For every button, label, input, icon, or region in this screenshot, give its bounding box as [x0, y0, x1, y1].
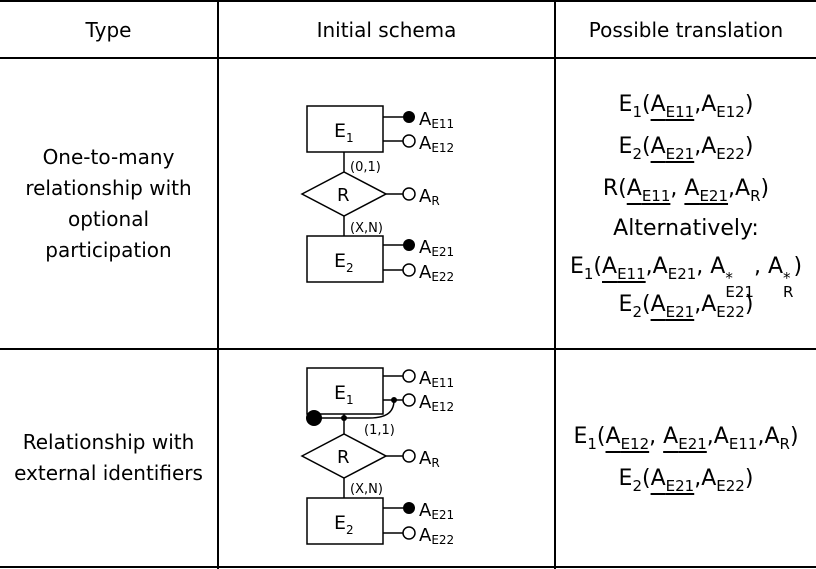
relationship-r-label: R: [337, 185, 350, 206]
row2-type-line: external identifiers: [14, 461, 203, 485]
header-divider: [0, 57, 816, 59]
entity-e2-label: E2: [334, 512, 354, 537]
entity-e2-box: [306, 235, 384, 283]
entity-e1-label: E1: [334, 382, 354, 407]
attr-e22-empty-circle: [402, 263, 416, 277]
star-e21: *E21: [725, 268, 754, 301]
row1-type-line: optional: [67, 206, 150, 231]
attr-e12-label: AE12: [419, 133, 454, 155]
attr-e21-filled-circle: [403, 239, 415, 251]
cardinality-top: (1,1): [364, 423, 395, 438]
row1-type: One-to-many relationship with optional p…: [0, 59, 217, 348]
row2-er-diagram: E1 AE11 AE12 (1,1) R AR (X,N) E2 AE21 AE…: [300, 367, 454, 547]
row1-er-diagram: E1 AE11 AE12 (0,1) R AR (X,N) E2 AE21 AE…: [300, 105, 454, 284]
attr-e21-filled-circle: [403, 502, 415, 514]
attr-e22-label: AE22: [419, 525, 454, 547]
cardinality-bottom: (X,N): [350, 221, 383, 236]
alternatively-label: Alternatively:: [613, 215, 759, 241]
row2-translation: E1(AE12, AE21,AE11,AR) E2(AE21,AE22): [556, 350, 816, 566]
row1-translation: E1(AE11,AE12) E2(AE21,AE22) R(AE11, AE21…: [556, 59, 816, 348]
row2-type-line: Relationship with: [22, 430, 195, 454]
attr-e21-label: AE21: [419, 237, 454, 259]
translation-line-alt-e2: E2(AE21,AE22): [618, 291, 754, 321]
translation-line-e2: E2(AE21,AE22): [618, 466, 754, 495]
relationship-r-label: R: [337, 447, 350, 468]
row1-type-line: participation: [45, 237, 172, 262]
translation-line-e1: E1(AE11,AE12): [618, 91, 754, 121]
table-top-border: [0, 0, 816, 2]
translation-line-e2: E2(AE21,AE22): [618, 133, 754, 163]
attr-r-empty-circle: [402, 449, 416, 463]
entity-e1-box: [306, 105, 384, 153]
attr-r-label: AR: [419, 448, 440, 470]
attr-r-empty-circle: [402, 187, 416, 201]
translation-line-r: R(AE11, AE21,AR): [602, 175, 770, 205]
star-r: *R: [783, 268, 794, 301]
row1-type-line: relationship with: [25, 175, 192, 200]
attr-e21-label: AE21: [419, 500, 454, 522]
header-possible-translation: Possible translation: [588, 17, 784, 42]
cardinality-top: (0,1): [350, 160, 381, 175]
entity-e1-label: E1: [334, 120, 354, 145]
external-identifier-filled-circle: [306, 410, 322, 426]
attr-e11-empty-circle: [402, 369, 416, 383]
attr-r-label: AR: [419, 186, 440, 208]
translation-line-e1: E1(AE12, AE21,AE11,AR): [573, 424, 799, 453]
col-divider-2: [554, 0, 556, 569]
attr-e22-empty-circle: [402, 526, 416, 540]
identifier-junction-dot-e12: [391, 397, 397, 403]
header-initial-schema: Initial schema: [316, 17, 457, 42]
attr-e12-empty-circle: [402, 134, 416, 148]
entity-e1-box: [306, 367, 384, 415]
row1-type-line: One-to-many: [42, 144, 175, 169]
row2-type: Relationship with external identifiers: [0, 350, 217, 566]
header-type: Type: [85, 17, 132, 42]
external-identifier-arc: [314, 399, 395, 419]
row-divider: [0, 348, 816, 350]
attr-e12-label: AE12: [419, 392, 454, 414]
cardinality-bottom: (X,N): [350, 482, 383, 497]
attr-e11-filled-circle: [403, 111, 415, 123]
attr-e11-label: AE11: [419, 368, 454, 390]
attr-e12-empty-circle: [402, 393, 416, 407]
entity-e2-label: E2: [334, 250, 354, 275]
attr-e22-label: AE22: [419, 262, 454, 284]
attr-e11-label: AE11: [419, 109, 454, 131]
entity-e2-box: [306, 497, 384, 545]
translation-line-alt-e1: E1(AE11,AE21, A*E21, A*R): [569, 253, 803, 301]
col-divider-1: [217, 0, 219, 569]
table-bottom-border: [0, 566, 816, 568]
